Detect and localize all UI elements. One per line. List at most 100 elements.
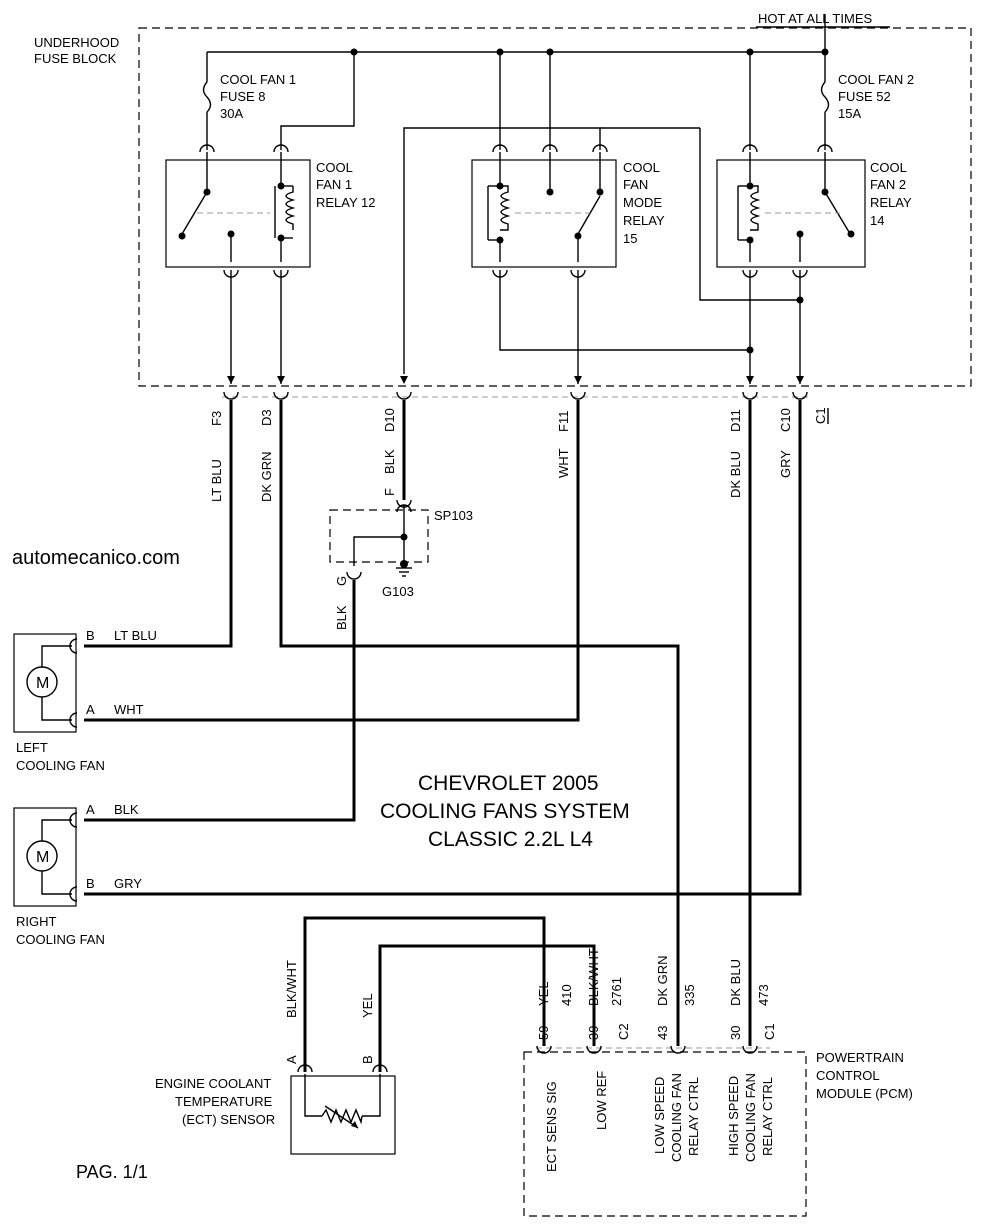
pcm-module xyxy=(523,1045,807,1217)
fuse-8-label-1: COOL FAN 1 xyxy=(220,72,296,87)
internal-wiring xyxy=(227,127,804,384)
pin-d10: D10 xyxy=(382,408,397,432)
pcm-name-2: CONTROL xyxy=(816,1068,880,1083)
wire-blk-g: BLK xyxy=(334,605,349,630)
sp103-label: SP103 xyxy=(434,508,473,523)
mode-relay-label-3: MODE xyxy=(623,195,662,210)
pcm-high-speed-2: COOLING FAN xyxy=(743,1073,758,1162)
relay-12-label-1: COOL xyxy=(316,160,353,175)
pcm-wire-dkblu: DK BLU xyxy=(728,959,743,1006)
relay-12-label-2: FAN 1 xyxy=(316,177,352,192)
fuse-8-label-2: FUSE 8 xyxy=(220,89,266,104)
fuse-52-label-2: FUSE 52 xyxy=(838,89,891,104)
wire-dk-blu: DK BLU xyxy=(728,451,743,498)
fuse-block-label-1: UNDERHOOD xyxy=(34,35,119,50)
fuse-52-label-1: COOL FAN 2 xyxy=(838,72,914,87)
pin-f11: F11 xyxy=(556,411,571,432)
ect-label-2: TEMPERATURE xyxy=(175,1094,273,1109)
left-fan-wire-b: LT BLU xyxy=(114,628,157,643)
relay-14-label-3: RELAY xyxy=(870,195,912,210)
pin-d3: D3 xyxy=(259,409,274,426)
relay-14-label-4: 14 xyxy=(870,213,884,228)
pin-c10: C10 xyxy=(778,408,793,432)
pcm-name-1: POWERTRAIN xyxy=(816,1050,904,1065)
ect-wire-b: YEL xyxy=(360,993,375,1018)
pcm-wire-blkwht: BLK/WHT xyxy=(586,948,601,1006)
pcm-circuit-473: 473 xyxy=(756,984,771,1006)
pcm-circuit-2761: 2761 xyxy=(609,977,624,1006)
relay-14-label-1: COOL xyxy=(870,160,907,175)
hot-at-all-times-label: HOT AT ALL TIMES xyxy=(758,11,872,26)
relay-12-label-3: RELAY 12 xyxy=(316,195,376,210)
pcm-high-speed-1: HIGH SPEED xyxy=(726,1076,741,1156)
pcm-low-speed-1: LOW SPEED xyxy=(652,1077,667,1154)
page-number: PAG. 1/1 xyxy=(76,1162,148,1182)
cool-fan-2-relay-14 xyxy=(716,144,866,278)
pcm-name-3: MODULE (PCM) xyxy=(816,1086,913,1101)
pcm-wire-yel: YEL xyxy=(536,981,551,1006)
underhood-fuse-block xyxy=(138,27,972,387)
wire-lt-blu: LT BLU xyxy=(209,459,224,502)
g103-label: G103 xyxy=(382,584,414,599)
pcm-ect-sens-sig: ECT SENS SIG xyxy=(544,1081,559,1172)
right-cooling-fan xyxy=(13,807,78,907)
fuse-8-icon xyxy=(202,81,212,150)
title-line-1: CHEVROLET 2005 xyxy=(418,772,599,795)
pin-c1: C1 xyxy=(813,407,828,424)
fuse-8-label-3: 30A xyxy=(220,106,243,121)
relay-14-label-2: FAN 2 xyxy=(870,177,906,192)
ect-pin-b: B xyxy=(360,1055,375,1064)
ect-label-3: (ECT) SENSOR xyxy=(182,1112,275,1127)
right-fan-name-1: RIGHT xyxy=(16,914,57,929)
ect-label-1: ENGINE COOLANT xyxy=(155,1076,271,1091)
wire-dk-grn: DK GRN xyxy=(259,451,274,502)
mode-relay-label-4: RELAY xyxy=(623,213,665,228)
left-fan-name-2: COOLING FAN xyxy=(16,758,105,773)
cool-fan-1-relay-12 xyxy=(165,144,311,278)
pin-f3: F3 xyxy=(209,411,224,426)
left-fan-wire-a: WHT xyxy=(114,702,144,717)
left-cooling-fan xyxy=(13,633,78,733)
fuse-52-icon xyxy=(820,81,830,150)
wire-wht: WHT xyxy=(556,448,571,478)
fuse-block-label-2: FUSE BLOCK xyxy=(34,51,117,66)
pcm-low-speed-2: COOLING FAN xyxy=(669,1073,684,1162)
pin-g-label: G xyxy=(334,576,349,586)
pin-f-label: F xyxy=(382,488,397,496)
fuse-52-label-3: 15A xyxy=(838,106,861,121)
website-label: automecanico.com xyxy=(12,547,180,569)
pcm-low-speed-3: RELAY CTRL xyxy=(686,1077,701,1156)
left-fan-pin-b: B xyxy=(86,628,95,643)
ect-wire-a: BLK/WHT xyxy=(284,960,299,1018)
pcm-pin-43: 43 xyxy=(655,1026,670,1040)
right-fan-motor-label: M xyxy=(36,849,49,866)
fuse-block-connectors xyxy=(222,391,812,400)
right-fan-wire-b: GRY xyxy=(114,876,142,891)
splice-sp103 xyxy=(329,499,429,580)
right-fan-motor-icon xyxy=(26,840,58,872)
right-fan-wire-a: BLK xyxy=(114,802,139,817)
right-fan-pin-a: A xyxy=(86,802,95,817)
harness-wires xyxy=(84,400,802,1072)
pcm-connector-c2: C2 xyxy=(616,1023,631,1040)
left-fan-pin-a: A xyxy=(86,702,95,717)
right-fan-name-2: COOLING FAN xyxy=(16,932,105,947)
ect-sensor xyxy=(290,1064,396,1155)
pcm-pin-30: 30 xyxy=(728,1026,743,1040)
mode-relay-label-2: FAN xyxy=(623,177,648,192)
mode-relay-label-5: 15 xyxy=(623,231,637,246)
left-fan-name-1: LEFT xyxy=(16,740,48,755)
pcm-connector-c1: C1 xyxy=(762,1023,777,1040)
pcm-wire-dkgrn: DK GRN xyxy=(655,955,670,1006)
pin-d11: D11 xyxy=(728,409,743,432)
left-fan-motor-icon xyxy=(26,666,58,698)
wire-blk: BLK xyxy=(382,449,397,474)
title-line-2: COOLING FANS SYSTEM xyxy=(380,800,630,823)
ect-pin-a: A xyxy=(284,1055,299,1064)
pcm-pin-59: 59 xyxy=(536,1026,551,1040)
title-line-3: CLASSIC 2.2L L4 xyxy=(428,828,593,851)
pcm-pin-39: 39 xyxy=(586,1026,601,1040)
left-fan-motor-label: M xyxy=(36,675,49,692)
mode-relay-label-1: COOL xyxy=(623,160,660,175)
